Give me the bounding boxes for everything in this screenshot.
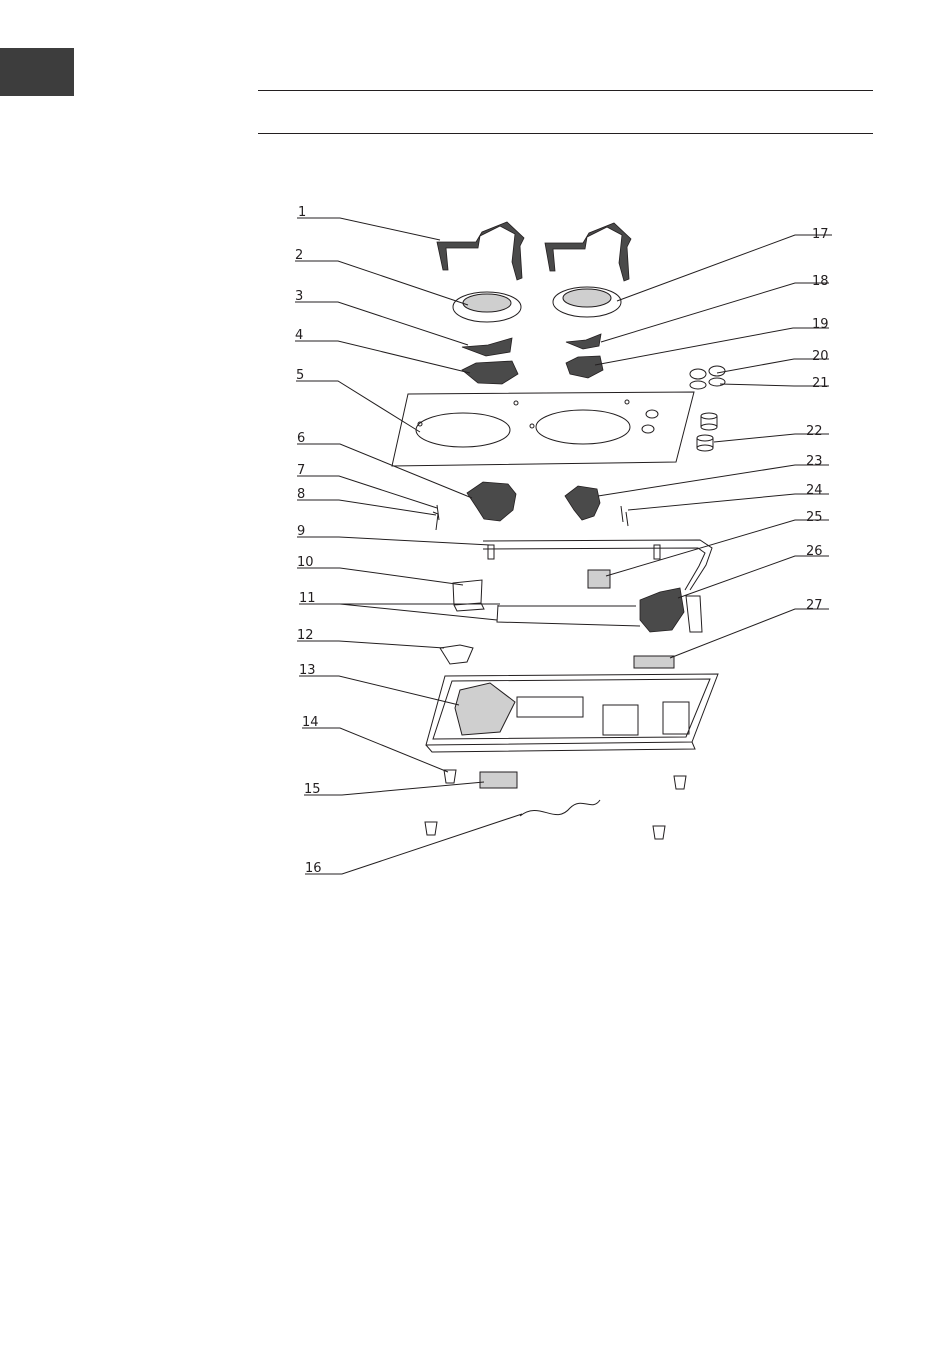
bezel-right (709, 378, 725, 386)
electrode-left (433, 505, 439, 530)
electrode-right (621, 506, 628, 526)
callout-5: 5 (296, 368, 304, 383)
burner-body-left (467, 482, 516, 521)
callout-3: 3 (295, 289, 303, 304)
ignition-cable (520, 800, 600, 816)
callout-25: 25 (806, 510, 823, 525)
battery-box (480, 772, 517, 788)
burner-cap-right (553, 287, 621, 317)
foot-2 (674, 776, 686, 789)
burner-head-right (566, 356, 603, 378)
callout-1: 1 (298, 205, 306, 220)
callout-12: 12 (297, 628, 314, 643)
valve-bracket (588, 570, 610, 588)
callout-labels-right: 17 18 19 20 21 22 23 24 25 26 27 (806, 227, 829, 613)
foot-3 (425, 822, 437, 835)
callout-6: 6 (297, 431, 305, 446)
knob-shaft-sleeves (697, 413, 717, 451)
callout-labels-left: 1 2 3 4 5 6 7 8 9 10 11 12 13 14 15 16 (295, 205, 322, 876)
callout-16: 16 (305, 861, 322, 876)
callout-2: 2 (295, 248, 303, 263)
callout-13: 13 (299, 663, 316, 678)
small-bracket (440, 645, 473, 664)
knob-left (690, 369, 706, 379)
callout-27: 27 (806, 598, 823, 613)
callout-leaders (295, 218, 832, 874)
callout-11: 11 (299, 591, 316, 606)
flame-spreader-right (566, 334, 601, 349)
callout-21: 21 (812, 376, 829, 391)
burner-cap-left (453, 292, 521, 322)
callout-8: 8 (297, 487, 305, 502)
callout-20: 20 (812, 349, 829, 364)
gas-pipe-lines (497, 605, 640, 626)
callout-19: 19 (812, 317, 829, 332)
callout-17: 17 (812, 227, 829, 242)
flame-spreader-left (462, 338, 512, 356)
burner-head-left (462, 361, 518, 384)
gas-valves (640, 588, 684, 632)
callout-22: 22 (806, 424, 823, 439)
callout-4: 4 (295, 328, 303, 343)
knob-right (709, 366, 725, 376)
callout-7: 7 (297, 463, 305, 478)
callout-26: 26 (806, 544, 823, 559)
hob-top-plate (392, 392, 694, 466)
ignition-module (634, 656, 674, 668)
callout-23: 23 (806, 454, 823, 469)
foot-4 (653, 826, 665, 839)
base-tray (426, 674, 718, 752)
pan-support-right (545, 223, 631, 281)
foot-1 (444, 770, 456, 783)
callout-15: 15 (304, 782, 321, 797)
callout-18: 18 (812, 274, 829, 289)
bezel-left (690, 381, 706, 389)
callout-9: 9 (297, 524, 305, 539)
parts-illustration (392, 222, 725, 839)
burner-body-right (565, 486, 600, 520)
callout-10: 10 (297, 555, 314, 570)
callout-24: 24 (806, 483, 823, 498)
callout-14: 14 (302, 715, 319, 730)
pan-support-left (437, 222, 524, 280)
